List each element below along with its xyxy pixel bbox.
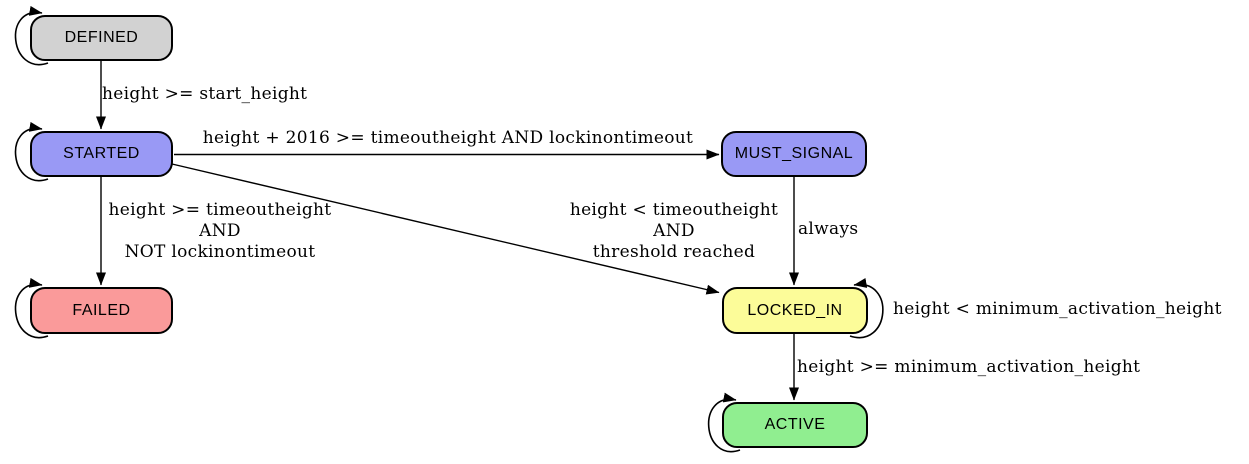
state-label-failed: FAILED [72,301,131,319]
state-node-defined: DEFINED [30,15,173,61]
state-node-started: STARTED [30,131,173,177]
state-label-locked-in: LOCKED_IN [747,301,843,319]
state-node-must-signal: MUST_SIGNAL [721,131,867,177]
state-label-must-signal: MUST_SIGNAL [734,145,854,162]
edge-locked-in-self-loop [849,278,884,339]
state-node-failed: FAILED [30,287,173,334]
edge-label-started-to-failed: height >= timeoutheight AND NOT lockinon… [108,200,332,262]
state-label-active: ACTIVE [764,416,826,433]
edge-active-self-loop [707,392,741,453]
state-label-defined: DEFINED [64,29,139,46]
edge-label-started-to-locked-in: height < timeoutheight AND threshold rea… [569,200,779,262]
state-node-locked-in: LOCKED_IN [722,287,868,334]
edge-label-must-signal-to-locked-in: always [798,219,859,239]
state-node-active: ACTIVE [722,402,868,448]
state-label-started: STARTED [63,145,140,162]
edge-label-locked-in-to-active: height >= minimum_activation_height [797,357,1141,377]
edge-failed-self-loop [14,277,49,339]
edge-defined-self-loop [14,5,49,66]
edge-label-locked-in-self-loop: height < minimum_activation_height [893,299,1222,319]
edge-started-to-locked-in [171,163,720,295]
edge-label-started-to-must-signal: height + 2016 >= timeoutheight AND locki… [202,128,694,148]
edge-started-self-loop [14,121,49,182]
edge-label-defined-to-started: height >= start_height [102,84,308,104]
